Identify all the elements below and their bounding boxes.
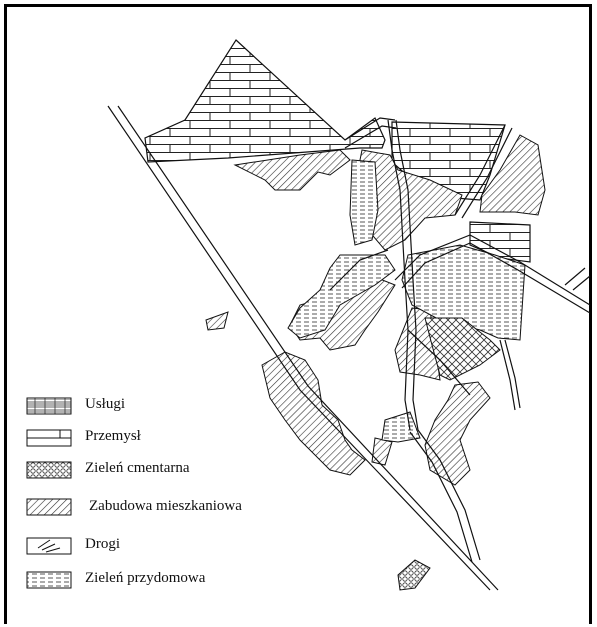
- residential-small-west: [205, 311, 229, 331]
- garden-central-west: [287, 254, 396, 339]
- legend-swatch-zielen-cmentarna: [26, 461, 72, 479]
- residential-road-belt: [261, 351, 366, 476]
- legend-label-zielen-cmentarna: Zieleń cmentarna: [85, 460, 190, 476]
- legend-label-zielen-przydomowa: Zieleń przydomowa: [85, 570, 206, 586]
- road-north-branch-edge: [344, 125, 397, 149]
- legend-label-przemysl: Przemysł: [85, 428, 141, 444]
- garden-central-east: [401, 244, 526, 341]
- road-north-south-edge: [395, 119, 419, 431]
- garden-north-strip: [349, 159, 379, 246]
- legend-swatches: [26, 397, 72, 589]
- road-east-link: [499, 339, 516, 411]
- legend-swatch-zabudowa: [26, 498, 72, 516]
- road-east-west-edge: [401, 242, 591, 314]
- industrial-zone-east: [469, 221, 531, 263]
- road-northeast-branch-edge: [461, 127, 513, 219]
- road-west-link: [329, 249, 389, 291]
- legend-swatch-drogi: [26, 537, 72, 555]
- garden-south-mid: [381, 411, 421, 443]
- residential-north: [233, 149, 351, 191]
- road-east-west: [394, 234, 591, 306]
- road-network: [107, 105, 591, 591]
- residential-southeast: [424, 381, 491, 486]
- residential-northeast: [479, 134, 546, 216]
- industrial-zone-north: [144, 39, 386, 163]
- legend-swatch-uslugi: [26, 397, 72, 415]
- main-diagonal-road: [107, 105, 491, 591]
- road-north-branch: [344, 117, 396, 141]
- legend-label-uslugi: Usługi: [85, 396, 126, 412]
- main-diagonal-road-edge: [117, 105, 499, 591]
- legend-label-drogi: Drogi: [85, 536, 120, 552]
- cemetery-zone: [397, 559, 431, 591]
- road-connector-center: [407, 329, 471, 396]
- road-northeast-branch: [454, 124, 506, 216]
- road-east-link-edge: [504, 339, 521, 409]
- industrial-zones: [144, 39, 531, 263]
- road-north-south: [387, 119, 411, 431]
- legend-swatch-drogi-lines: [37, 539, 61, 553]
- road-east-stub: [564, 267, 591, 291]
- road-south-curve-edge: [409, 431, 473, 563]
- legend-swatch-zielen-przydomowa: [26, 571, 72, 589]
- home-garden-zones: [287, 159, 526, 443]
- road-south-curve: [417, 429, 481, 561]
- residential-small-mid: [371, 437, 393, 466]
- legend-label-zabudowa: Zabudowa mieszkaniowa: [89, 498, 242, 514]
